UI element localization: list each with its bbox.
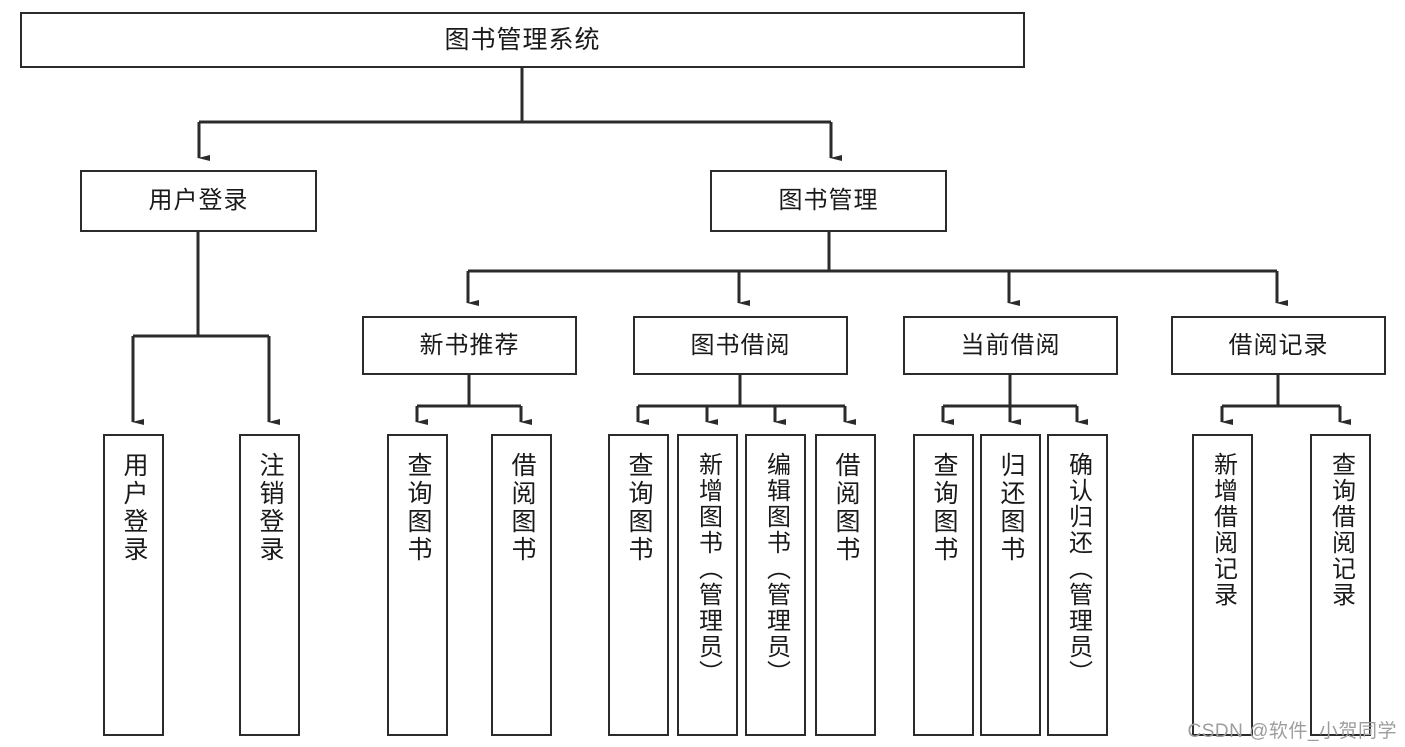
node-label: 借阅图书 [832, 452, 860, 564]
node-label: 新增借阅记录 [1209, 452, 1237, 608]
node-label: 编辑图书（管理员） [762, 452, 790, 686]
leaf-add-book-admin[interactable]: 新增图书（管理员） [677, 434, 738, 736]
node-label: 新书推荐 [419, 331, 520, 359]
watermark-text: CSDN @软件_小贺同学 [1187, 721, 1397, 742]
leaf-query-book-borrow[interactable]: 查询图书 [608, 434, 669, 736]
node-label: 用户登录 [120, 452, 148, 564]
leaf-confirm-return-admin[interactable]: 确认归还（管理员） [1047, 434, 1108, 736]
node-user-login[interactable]: 用户登录 [80, 170, 317, 232]
leaf-add-borrow-record[interactable]: 新增借阅记录 [1192, 434, 1253, 736]
node-current-borrow[interactable]: 当前借阅 [903, 316, 1118, 375]
leaf-query-book-recommend[interactable]: 查询图书 [387, 434, 448, 736]
node-book-management-system[interactable]: 图书管理系统 [20, 12, 1025, 68]
node-label: 归还图书 [997, 452, 1025, 564]
leaf-borrow-book[interactable]: 借阅图书 [815, 434, 876, 736]
node-label: 查询图书 [930, 452, 958, 564]
leaf-query-book-current[interactable]: 查询图书 [913, 434, 974, 736]
leaf-borrow-book-recommend[interactable]: 借阅图书 [491, 434, 552, 736]
node-label: 图书管理系统 [444, 25, 601, 54]
node-new-book-recommend[interactable]: 新书推荐 [362, 316, 577, 375]
node-label: 图书借阅 [690, 331, 791, 359]
node-book-manage[interactable]: 图书管理 [710, 170, 947, 232]
leaf-user-login[interactable]: 用户登录 [103, 434, 164, 736]
node-label: 图书管理 [778, 187, 879, 215]
node-label: 确认归还（管理员） [1064, 452, 1092, 686]
leaf-return-book[interactable]: 归还图书 [980, 434, 1041, 736]
node-label: 查询借阅记录 [1327, 452, 1355, 608]
node-book-borrow[interactable]: 图书借阅 [633, 316, 848, 375]
node-label: 查询图书 [404, 452, 432, 564]
leaf-edit-book-admin[interactable]: 编辑图书（管理员） [745, 434, 806, 736]
node-label: 注销登录 [256, 452, 284, 564]
leaf-logout[interactable]: 注销登录 [239, 434, 300, 736]
leaf-query-borrow-record[interactable]: 查询借阅记录 [1310, 434, 1371, 736]
node-label: 查询图书 [625, 452, 653, 564]
node-label: 当前借阅 [960, 331, 1061, 359]
node-label: 新增图书（管理员） [694, 452, 722, 686]
node-borrow-record[interactable]: 借阅记录 [1171, 316, 1386, 375]
node-label: 借阅图书 [508, 452, 536, 564]
node-label: 借阅记录 [1228, 331, 1329, 359]
node-label: 用户登录 [148, 187, 249, 215]
